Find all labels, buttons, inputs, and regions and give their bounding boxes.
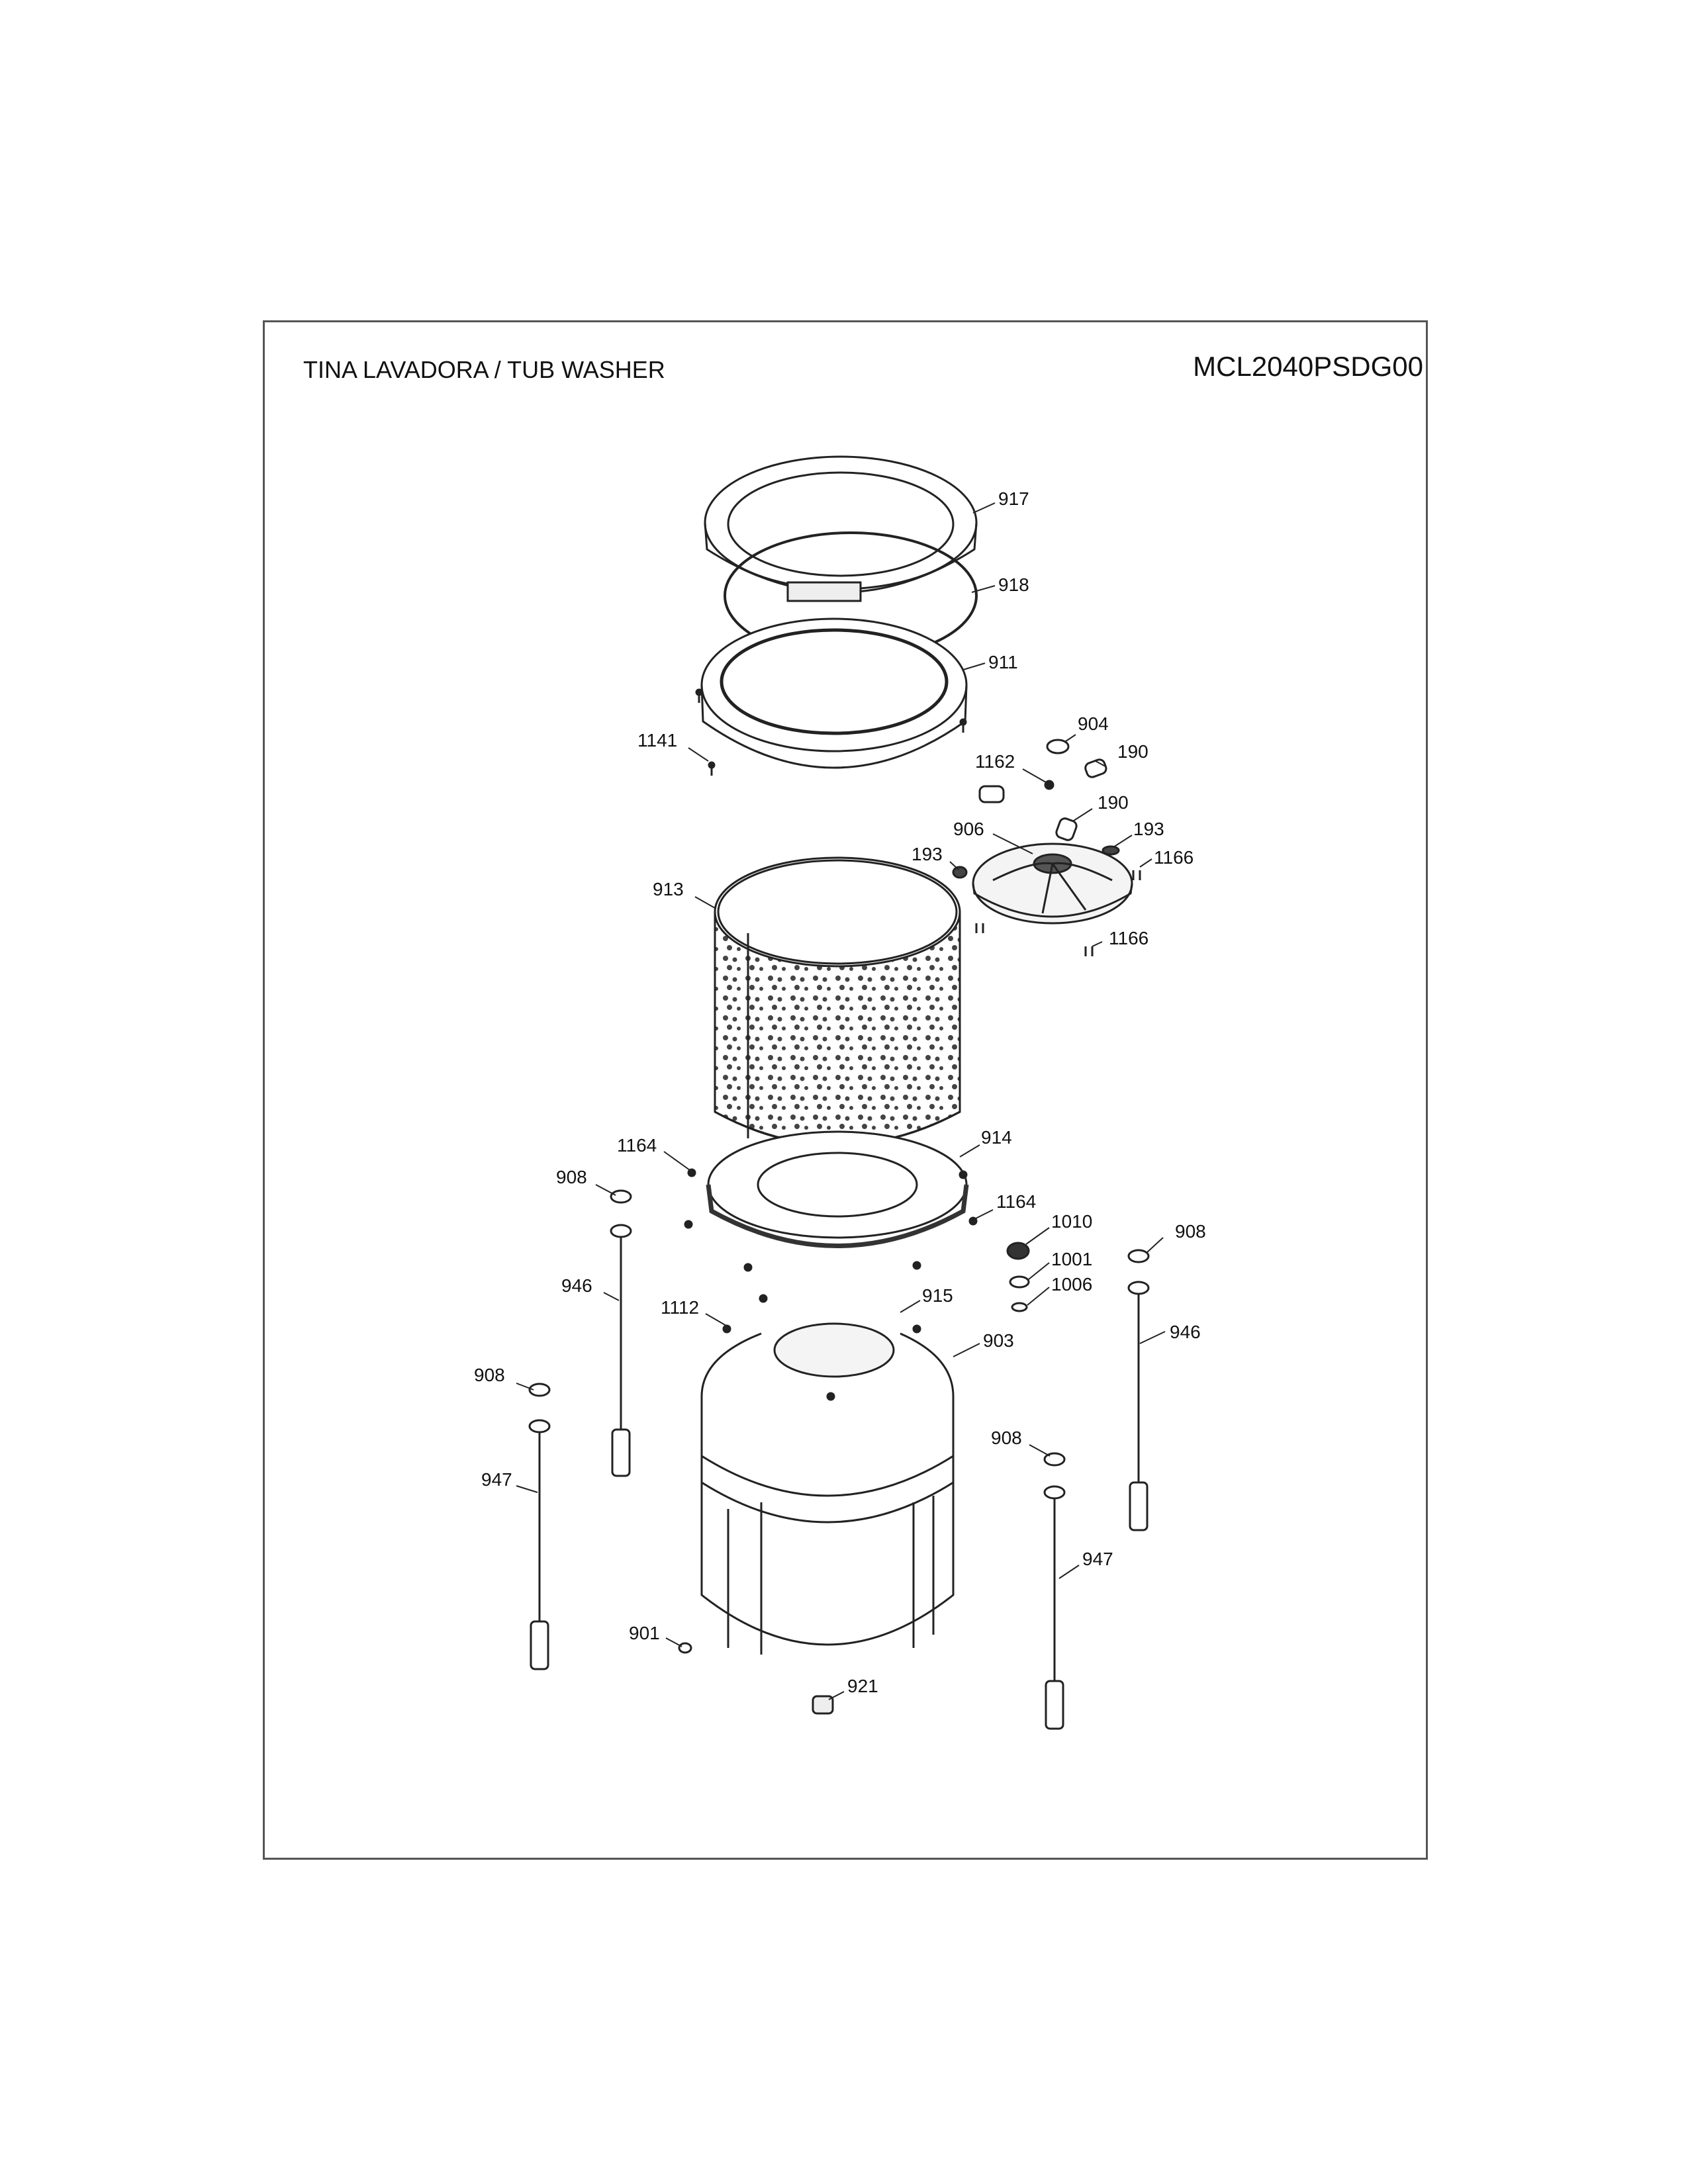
callout-908: 908 <box>556 1167 587 1187</box>
cap-904 <box>1046 739 1070 754</box>
part-901 <box>678 1642 692 1654</box>
callout-913: 913 <box>653 879 684 899</box>
callout-190: 190 <box>1098 792 1129 813</box>
callout-1006: 1006 <box>1051 1274 1092 1295</box>
outer-tub-903 <box>700 1322 955 1655</box>
nut-1010 <box>1006 1242 1030 1260</box>
callout-908: 908 <box>991 1428 1022 1448</box>
callout-1164: 1164 <box>617 1135 657 1156</box>
callout-1166: 1166 <box>1154 847 1194 868</box>
callout-908: 908 <box>474 1365 505 1385</box>
model-number: MCL2040PSDG00 <box>1193 351 1423 382</box>
callout-917: 917 <box>998 488 1029 509</box>
callout-906: 906 <box>953 819 984 839</box>
screw-1141 <box>695 688 967 776</box>
callout-1112: 1112 <box>661 1297 699 1318</box>
callout-193: 193 <box>1133 819 1164 839</box>
wash-basket-913 <box>714 856 961 1146</box>
callout-193: 193 <box>912 844 943 864</box>
callout-946: 946 <box>561 1275 592 1296</box>
suspension-rod-946 <box>610 1189 1150 1531</box>
balance-ring-911 <box>700 617 968 769</box>
callout-1164: 1164 <box>996 1191 1036 1212</box>
screw-1112 <box>722 1294 921 1401</box>
screw-1162 <box>1044 780 1055 790</box>
basket-base-914 <box>706 1130 969 1248</box>
callout-918: 918 <box>998 574 1029 595</box>
diagram-frame <box>263 320 1428 1860</box>
callout-947: 947 <box>1082 1549 1113 1569</box>
callout-915: 915 <box>922 1285 953 1306</box>
leader-lines <box>516 502 1166 1700</box>
clip-193 <box>952 845 1120 879</box>
callout-1010: 1010 <box>1051 1211 1092 1232</box>
pulsator-906 <box>972 842 1133 925</box>
washer-1006 <box>1011 1302 1028 1312</box>
callout-903: 903 <box>983 1330 1014 1351</box>
callout-908: 908 <box>1175 1221 1206 1242</box>
callout-1162: 1162 <box>975 751 1015 772</box>
washer-1001 <box>1009 1275 1030 1289</box>
screw-1166 <box>975 870 1141 956</box>
screw-1164 <box>684 1168 978 1272</box>
callout-190: 190 <box>1117 741 1149 762</box>
top-ring-917 <box>704 455 978 602</box>
callout-1166: 1166 <box>1109 928 1149 948</box>
callout-901: 901 <box>629 1623 660 1643</box>
callout-1141: 1141 <box>637 730 677 751</box>
callout-914: 914 <box>981 1127 1012 1148</box>
part-921 <box>812 1695 834 1715</box>
callout-947: 947 <box>481 1469 512 1490</box>
suspension-rod-947 <box>528 1383 1066 1730</box>
callout-904: 904 <box>1078 713 1109 734</box>
callout-946: 946 <box>1170 1322 1201 1342</box>
callout-921: 921 <box>847 1676 878 1696</box>
callout-1001: 1001 <box>1051 1249 1092 1269</box>
diagram-title: TINA LAVADORA / TUB WASHER <box>303 356 665 383</box>
callout-911: 911 <box>988 652 1018 672</box>
